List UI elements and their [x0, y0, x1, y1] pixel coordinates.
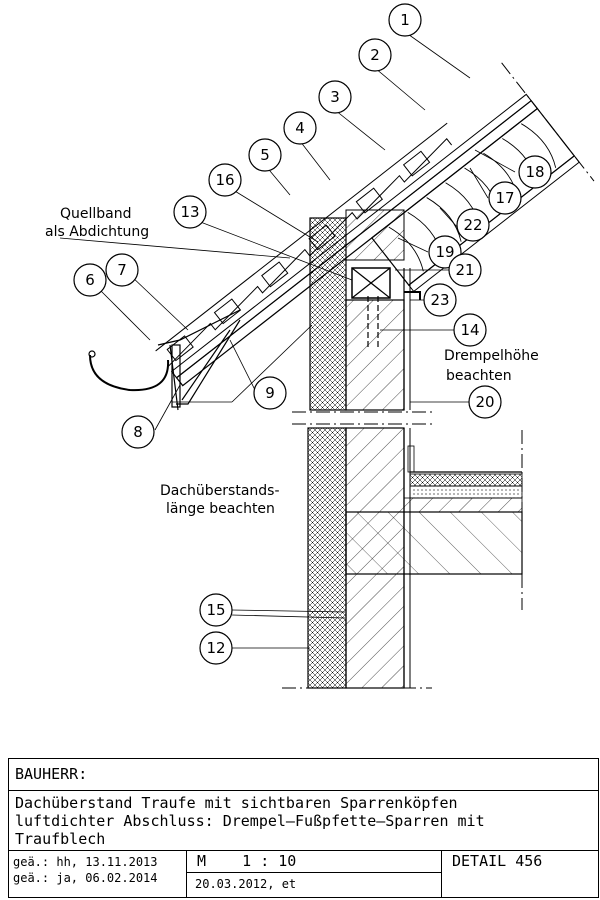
note-kneewall-line1: Drempelhöhe	[444, 348, 539, 364]
drawing-description: Dachüberstand Traufe mit sichtbaren Spar…	[9, 791, 598, 851]
callout-15: 15	[206, 601, 225, 619]
revision-line-1: geä.: hh, 13.11.2013	[13, 855, 158, 869]
note-overhang-line1: Dachüberstands-	[160, 483, 280, 499]
empty-cell	[442, 873, 598, 897]
detail-number: DETAIL 456	[452, 852, 543, 870]
leader-lines	[59, 31, 516, 649]
callout-22: 22	[463, 216, 482, 234]
note-overhang-line2: länge beachten	[166, 501, 275, 517]
callout-2: 2	[370, 46, 380, 64]
callout-4: 4	[295, 119, 305, 137]
callout-23: 23	[430, 291, 449, 309]
callout-13: 13	[180, 203, 199, 221]
callout-21: 21	[455, 261, 474, 279]
callout-18: 18	[525, 163, 544, 181]
callout-7: 7	[117, 261, 127, 279]
callout-3: 3	[330, 88, 340, 106]
eaves-detail	[88, 267, 421, 411]
callout-14: 14	[460, 321, 479, 339]
revision-line-2: geä.: ja, 06.02.2014	[13, 871, 158, 885]
callout-19: 19	[435, 243, 454, 261]
note-seal-line2: als Abdichtung	[45, 224, 149, 240]
scale: M 1 : 10	[187, 851, 442, 873]
callout-1: 1	[400, 11, 410, 29]
callout-20: 20	[475, 393, 494, 411]
title-block: BAUHERR: Dachüberstand Traufe mit sichtb…	[8, 758, 599, 898]
callouts	[73, 3, 552, 665]
callout-numbers: 1 2 3 4 5 6 7 8 9 12 13 14 15 16 17 18 1…	[85, 11, 544, 657]
note-kneewall-line2: beachten	[446, 368, 512, 384]
revision-notes: geä.: hh, 13.11.2013 geä.: ja, 06.02.201…	[9, 851, 187, 897]
callout-17: 17	[495, 189, 514, 207]
callout-12: 12	[206, 639, 225, 657]
callout-5: 5	[260, 146, 270, 164]
callout-16: 16	[215, 171, 234, 189]
callout-6: 6	[85, 271, 95, 289]
construction-drawing: 1 2 3 4 5 6 7 8 9 12 13 14 15 16 17 18 1…	[45, 3, 595, 689]
note-seal-line1: Quellband	[60, 206, 132, 222]
ceiling-slab	[345, 430, 523, 610]
client-label: BAUHERR:	[9, 759, 598, 791]
drawing-date: 20.03.2012, et	[187, 873, 442, 897]
callout-9: 9	[265, 384, 275, 402]
break-line	[292, 411, 432, 425]
callout-8: 8	[133, 423, 143, 441]
